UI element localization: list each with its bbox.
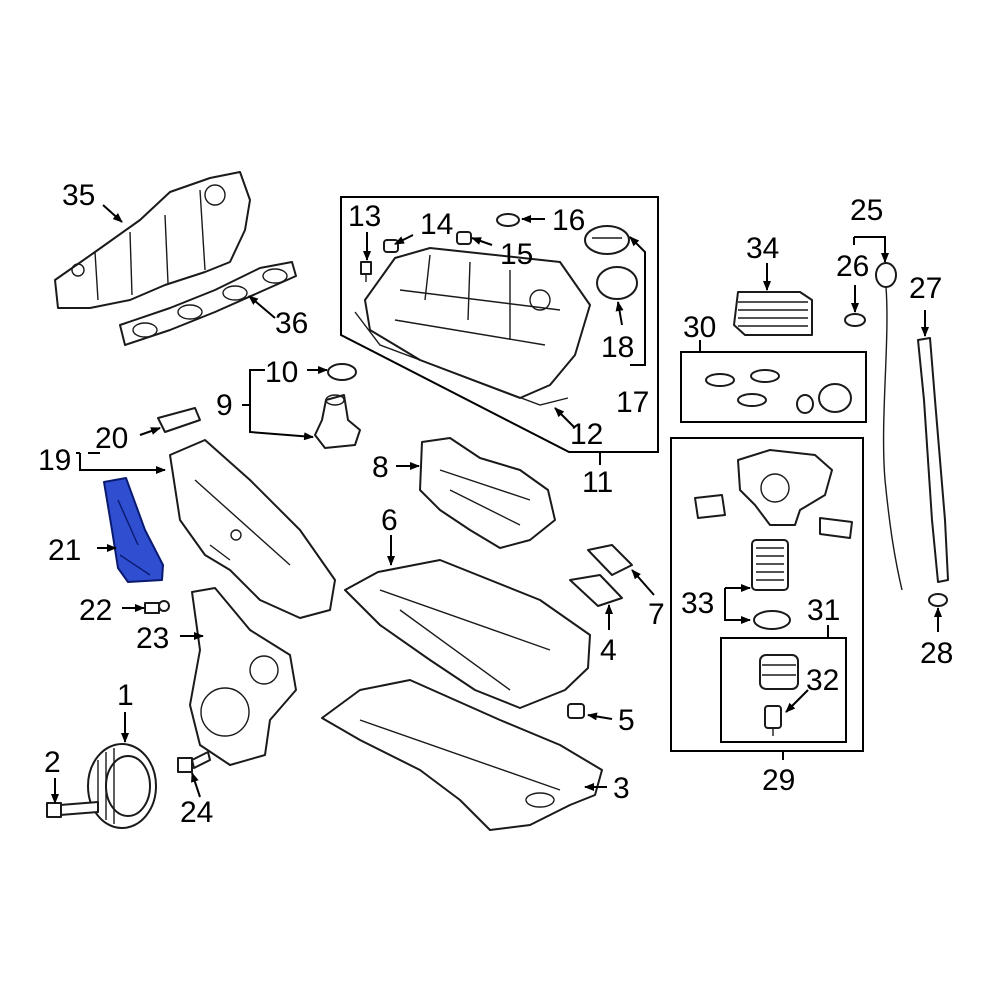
- lower-oil-pan-part[interactable]: [321, 679, 603, 831]
- callout-28: 28: [920, 637, 953, 670]
- cooler-gasket-set-part[interactable]: [705, 369, 852, 414]
- callout-23: 23: [136, 622, 169, 655]
- intake-manifold-part[interactable]: [54, 171, 251, 309]
- callout-7: 7: [648, 598, 665, 631]
- callout-3: 3: [613, 772, 630, 805]
- oil-level-sensor-part[interactable]: [314, 394, 361, 449]
- callout-32: 32: [806, 664, 839, 697]
- o-ring-10-part[interactable]: [327, 363, 357, 381]
- oil-cooler-gasket-box: [680, 351, 867, 423]
- callout-5: 5: [618, 704, 635, 737]
- callout-12: 12: [570, 418, 603, 451]
- cap-seal-ring-part[interactable]: [596, 266, 638, 300]
- callout-2: 2: [44, 746, 61, 779]
- tube-seal-28-part[interactable]: [928, 593, 948, 607]
- pulley-bolt-part[interactable]: [46, 801, 99, 818]
- grommet-14-part[interactable]: [383, 239, 399, 253]
- callout-13: 13: [348, 200, 381, 233]
- callout-29: 29: [762, 764, 795, 797]
- oil-filter-housing-box: [670, 437, 864, 752]
- dipstick-tube-part[interactable]: [917, 337, 949, 583]
- oil-cap-part[interactable]: [584, 225, 630, 255]
- timing-cover-inner-part-highlighted[interactable]: [103, 477, 164, 583]
- seal-16-part[interactable]: [496, 213, 520, 227]
- oil-baffle-part[interactable]: [419, 437, 556, 549]
- callout-25: 25: [850, 194, 883, 227]
- filter-o-ring-part[interactable]: [753, 610, 791, 630]
- callout-14: 14: [420, 208, 453, 241]
- bracket-20-part[interactable]: [157, 407, 201, 433]
- callout-11: 11: [582, 466, 613, 499]
- callout-31: 31: [807, 594, 840, 627]
- callout-35: 35: [62, 179, 95, 212]
- sensor-right-part[interactable]: [819, 517, 853, 539]
- sensor-left-part[interactable]: [694, 494, 726, 519]
- callout-15: 15: [500, 238, 533, 271]
- callout-9: 9: [216, 389, 233, 422]
- callout-17: 17: [616, 386, 649, 419]
- filter-cap-part[interactable]: [759, 654, 799, 690]
- crankshaft-pulley-part[interactable]: [87, 743, 157, 829]
- upper-oil-pan-part[interactable]: [344, 559, 591, 709]
- oil-filter-element-part[interactable]: [751, 539, 789, 591]
- valve-cover-group-box: [340, 196, 659, 453]
- drain-plug-part[interactable]: [567, 703, 585, 719]
- intake-gasket-part[interactable]: [119, 261, 297, 346]
- callout-27: 27: [909, 272, 942, 305]
- grommet-15-part[interactable]: [456, 231, 472, 245]
- filter-cap-box: [720, 637, 847, 743]
- callout-16: 16: [552, 204, 585, 237]
- callout-24: 24: [180, 796, 213, 829]
- callout-20: 20: [95, 422, 128, 455]
- dipstick-seal-26-part[interactable]: [844, 313, 866, 327]
- callout-10: 10: [265, 356, 298, 389]
- callout-4: 4: [600, 634, 617, 667]
- bolt-13-part[interactable]: [360, 261, 372, 282]
- bolt-22-part[interactable]: [144, 600, 170, 614]
- callout-33: 33: [681, 587, 714, 620]
- dipstick-part[interactable]: [875, 262, 903, 591]
- callout-19: 19: [38, 444, 71, 477]
- callout-6: 6: [381, 504, 398, 537]
- oil-cooler-part[interactable]: [733, 291, 813, 336]
- callout-34: 34: [746, 232, 779, 265]
- callout-21: 21: [48, 534, 81, 567]
- callout-8: 8: [372, 451, 389, 484]
- oil-filter-housing-part[interactable]: [737, 449, 833, 526]
- timing-cover-upper-part[interactable]: [169, 439, 336, 619]
- callout-36: 36: [275, 307, 308, 340]
- callout-30: 30: [683, 311, 716, 344]
- bracket-4-part[interactable]: [569, 574, 623, 607]
- callout-22: 22: [79, 594, 112, 627]
- callout-1: 1: [117, 679, 134, 712]
- timing-cover-lower-part[interactable]: [189, 587, 297, 766]
- filter-drain-valve-part[interactable]: [764, 705, 782, 736]
- bolt-24-part[interactable]: [177, 751, 211, 773]
- valve-cover-part[interactable]: [354, 247, 591, 406]
- bracket-7-part[interactable]: [587, 544, 633, 576]
- callout-18: 18: [601, 331, 634, 364]
- callout-26: 26: [836, 250, 869, 283]
